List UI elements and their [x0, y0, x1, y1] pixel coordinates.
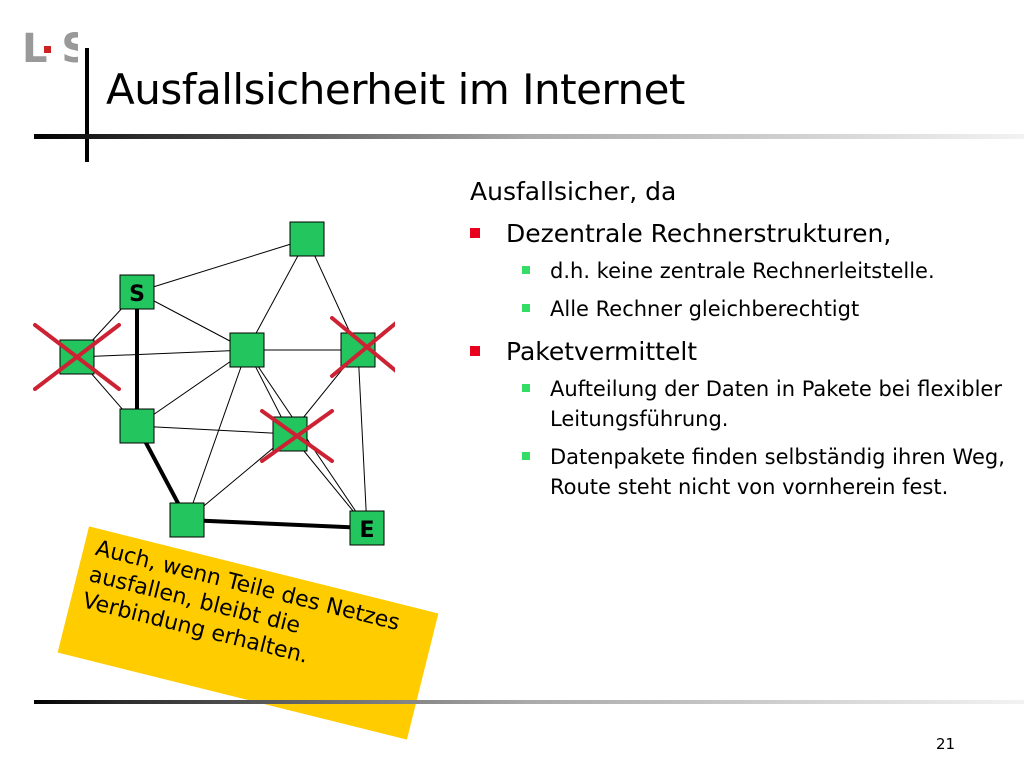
edge-midleft-midright [136, 425, 291, 435]
red-square-bullet-icon [470, 228, 480, 238]
green-square-bullet-icon [522, 452, 530, 460]
sub-bullets-paket: Aufteilung der Daten in Pakete bei flexi… [470, 374, 1010, 502]
intro-text: Ausfallsicher, da [470, 177, 677, 206]
node-bottom-left [169, 502, 205, 538]
edge-top-center [246, 238, 308, 351]
failure-crosses [33, 316, 395, 463]
route-s-to-e [135, 292, 368, 530]
page-number: 21 [936, 735, 956, 753]
logo-red-square [44, 46, 51, 53]
edge-right-e [357, 349, 368, 529]
end-node-label: E [359, 518, 374, 543]
sub-bullet-text: Datenpakete finden selbständig ihren Weg… [550, 445, 1005, 499]
callout-text: Auch, wenn Teile des Netzes ausfallen, b… [79, 536, 403, 669]
sub-bullet-text: Aufteilung der Daten in Pakete bei flexi… [550, 377, 1002, 431]
cross-left-icon [33, 323, 121, 391]
node-start [119, 274, 155, 310]
sub-bullets-dezentral: d.h. keine zentrale Rechnerleitstelle. A… [470, 256, 1010, 324]
green-square-bullet-icon [522, 304, 530, 312]
bullet-paketvermittelt: Paketvermittelt [470, 332, 1010, 372]
bullet-dezentral: Dezentrale Rechnerstrukturen, [470, 214, 1010, 254]
red-square-bullet-icon [470, 346, 480, 356]
sub-bullet: Alle Rechner gleichberechtigt [470, 294, 1010, 324]
node-end [349, 510, 385, 546]
green-square-bullet-icon [522, 384, 530, 392]
ls-logo: L S [22, 26, 78, 70]
sub-bullet-text: d.h. keine zentrale Rechnerleitstelle. [550, 259, 935, 283]
sub-bullet: Aufteilung der Daten in Pakete bei flexi… [470, 374, 1010, 434]
cross-midright-icon [260, 409, 334, 463]
bullet-text: Paketvermittelt [506, 337, 698, 366]
sub-bullet: d.h. keine zentrale Rechnerleitstelle. [470, 256, 1010, 286]
edge-left-center [76, 349, 248, 358]
bullet-text: Dezentrale Rechnerstrukturen, [506, 219, 892, 248]
footer-rule [34, 700, 1024, 704]
edge-s-top [136, 238, 308, 293]
slide-title: Ausfallsicherheit im Internet [106, 65, 685, 114]
edge-s-center [136, 291, 248, 351]
route-path [135, 292, 368, 530]
edge-center-bottomleft [186, 349, 248, 521]
node-top [289, 221, 325, 257]
title-horizontal-rule [34, 134, 1024, 139]
network-diagram: S E [33, 221, 395, 546]
node-mid-left [119, 408, 155, 444]
callout-note: Auch, wenn Teile des Netzes ausfallen, b… [57, 526, 439, 740]
slide-content: Ausfallsicher, da Dezentrale Rechnerstru… [470, 172, 1010, 510]
green-square-bullet-icon [522, 266, 530, 274]
title-vertical-rule [85, 48, 89, 162]
sub-bullet-text: Alle Rechner gleichberechtigt [550, 297, 860, 321]
cross-right-icon [330, 316, 395, 378]
edge-center-midleft [136, 349, 248, 427]
start-node-label: S [129, 282, 145, 307]
sub-bullet: Datenpakete finden selbständig ihren Weg… [470, 442, 1010, 502]
node-center [229, 332, 265, 368]
